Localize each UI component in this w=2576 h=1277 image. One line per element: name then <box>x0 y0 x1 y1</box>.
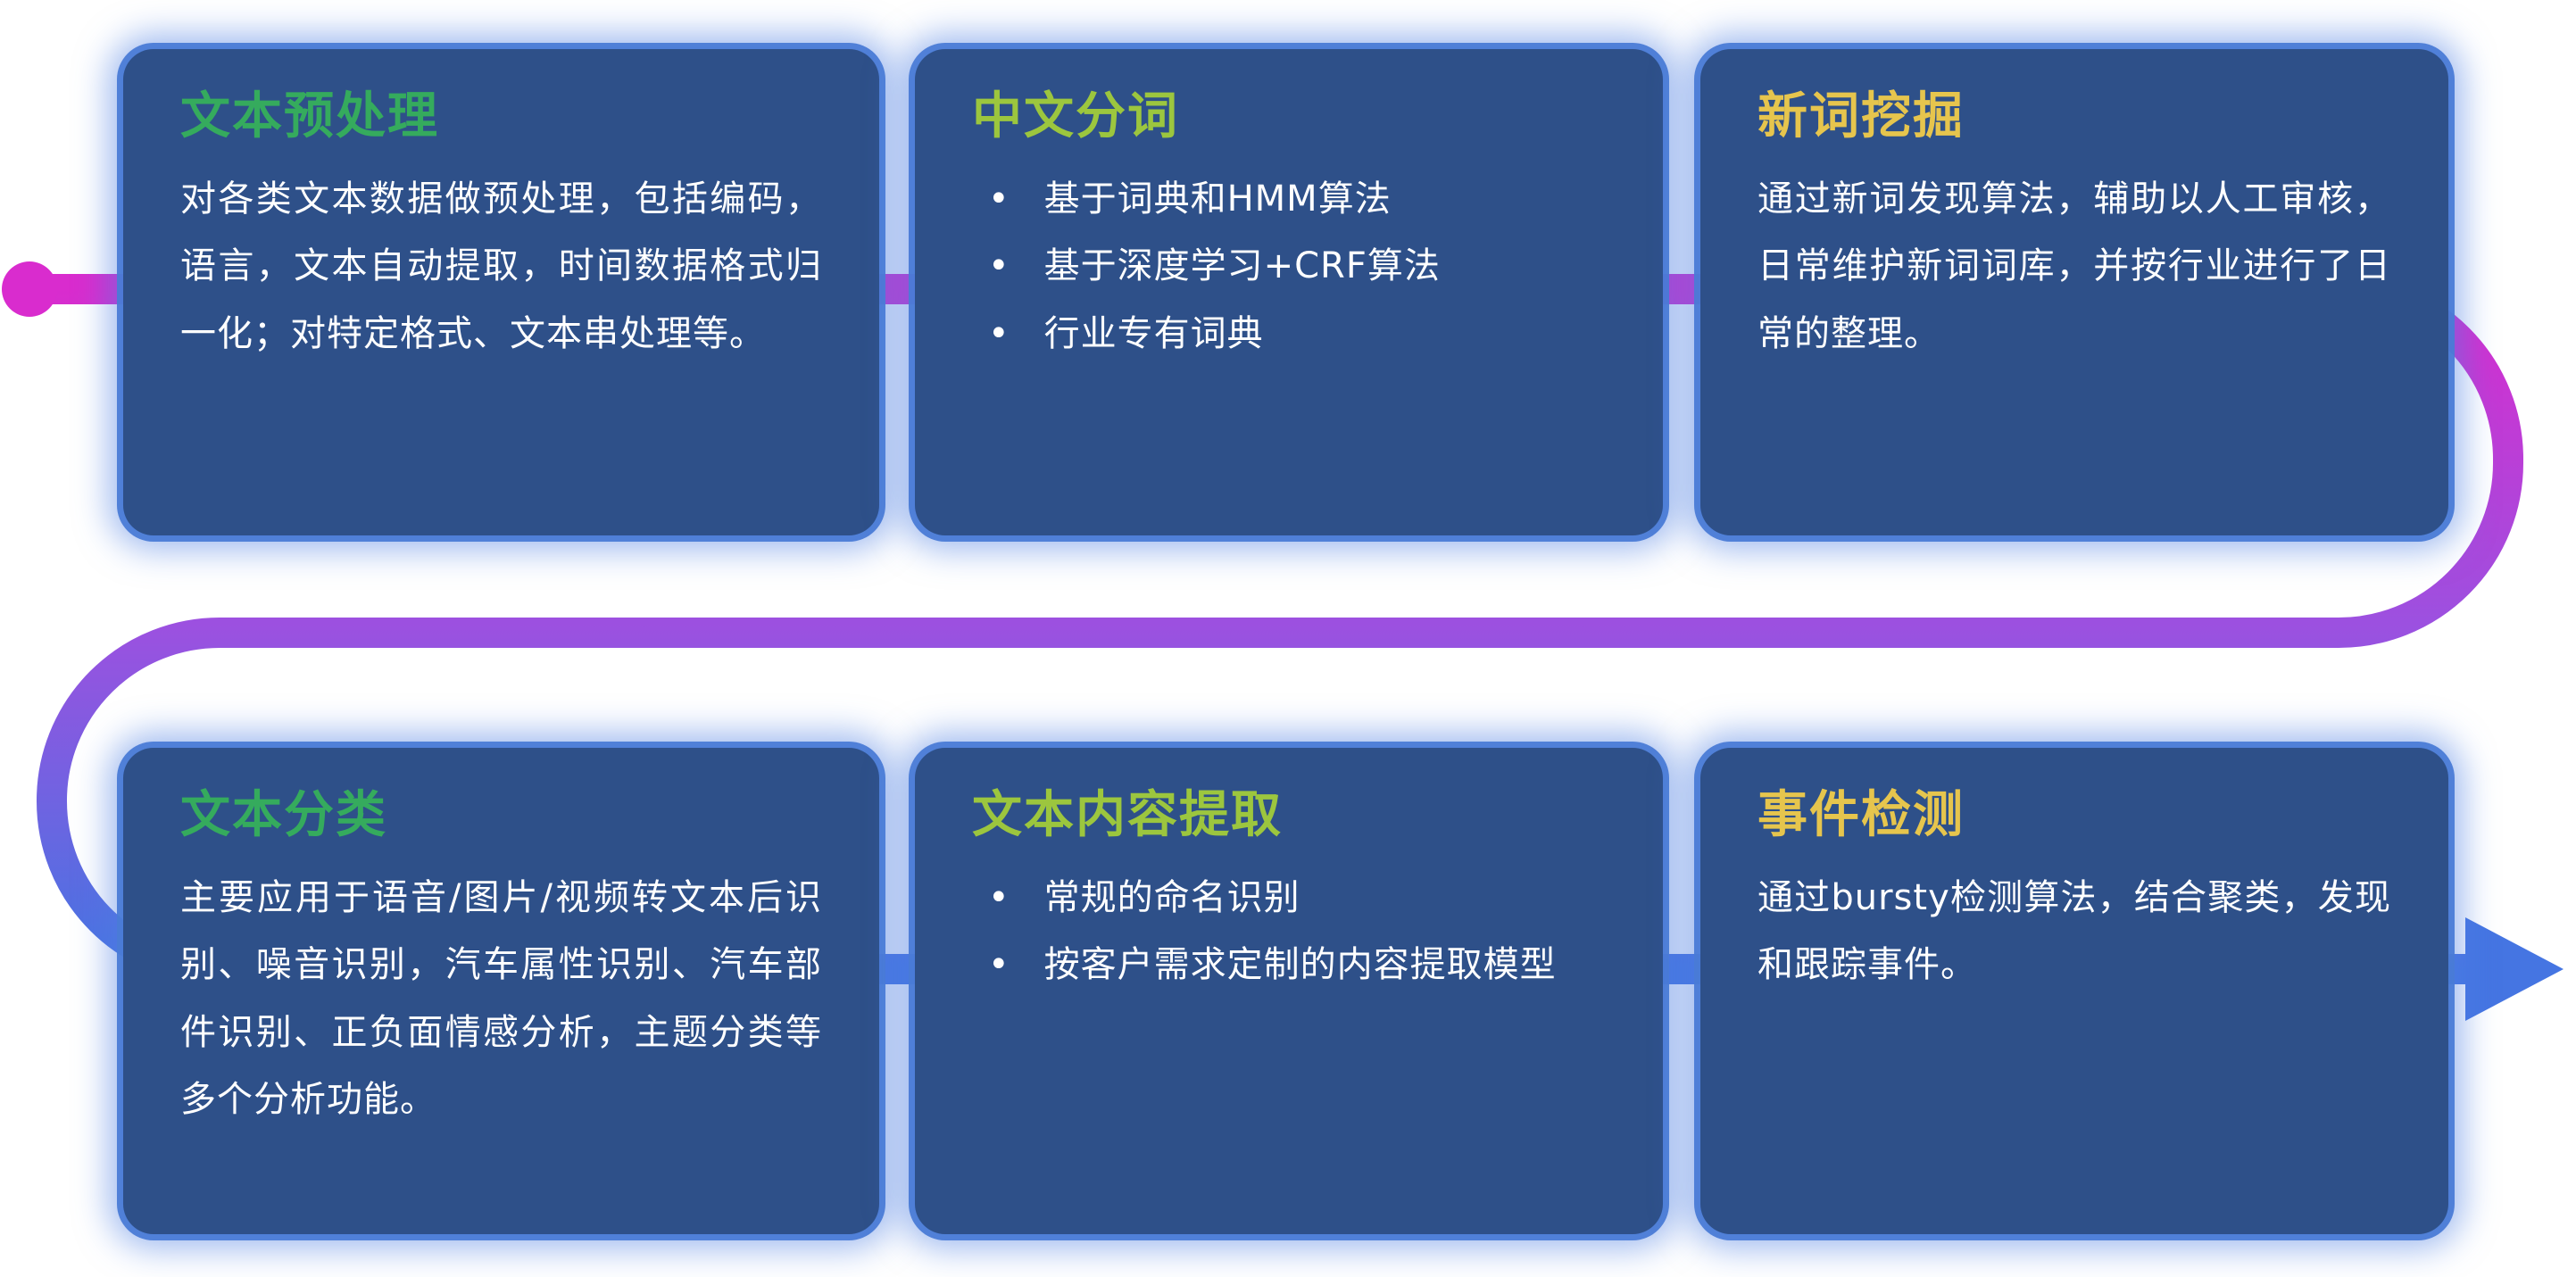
card-title: 新词挖掘 <box>1757 87 1965 145</box>
flow-path <box>29 274 2523 984</box>
card-chinese-word-segmentation: 中文分词 基于词典和HMM算法 基于深度学习+CRF算法 行业专有词典 <box>915 49 1663 535</box>
flow-arrow-icon <box>2465 917 2564 1021</box>
card-text-preprocessing: 文本预处理 对各类文本数据做预处理，包括编码，语言，文本自动提取，时间数据格式归… <box>123 49 879 535</box>
card-title: 文本预处理 <box>180 87 439 145</box>
list-item: 按客户需求定制的内容提取模型 <box>972 932 1606 999</box>
list-item: 常规的命名识别 <box>972 865 1606 932</box>
card-title: 文本内容提取 <box>972 786 1283 844</box>
card-new-word-mining: 新词挖掘 通过新词发现算法，辅助以人工审核，日常维护新词词库，并按行业进行了日常… <box>1700 49 2448 535</box>
card-body-text: 通过新词发现算法，辅助以人工审核，日常维护新词词库，并按行业进行了日常的整理。 <box>1757 178 2391 354</box>
card-text-content-extraction: 文本内容提取 常规的命名识别 按客户需求定制的内容提取模型 <box>915 748 1663 1234</box>
list-item: 行业专有词典 <box>972 301 1606 368</box>
card-bullet-list: 常规的命名识别 按客户需求定制的内容提取模型 <box>972 865 1606 999</box>
card-body-text: 主要应用于语音/图片/视频转文本后识别、噪音识别，汽车属性识别、汽车部件识别、正… <box>180 877 822 1120</box>
card-text-classification: 文本分类 主要应用于语音/图片/视频转文本后识别、噪音识别，汽车属性识别、汽车部… <box>123 748 879 1234</box>
card-title: 中文分词 <box>972 87 1179 145</box>
list-item: 基于词典和HMM算法 <box>972 166 1606 233</box>
list-item: 基于深度学习+CRF算法 <box>972 233 1606 300</box>
card-bullet-list: 基于词典和HMM算法 基于深度学习+CRF算法 行业专有词典 <box>972 166 1606 368</box>
card-event-detection: 事件检测 通过bursty检测算法，结合聚类，发现和跟踪事件。 <box>1700 748 2448 1234</box>
flow-start-dot <box>2 261 57 317</box>
card-body-text: 通过bursty检测算法，结合聚类，发现和跟踪事件。 <box>1757 877 2391 986</box>
card-title: 文本分类 <box>180 786 387 844</box>
card-title: 事件检测 <box>1757 786 1965 844</box>
card-body-text: 对各类文本数据做预处理，包括编码，语言，文本自动提取，时间数据格式归一化；对特定… <box>180 178 822 354</box>
